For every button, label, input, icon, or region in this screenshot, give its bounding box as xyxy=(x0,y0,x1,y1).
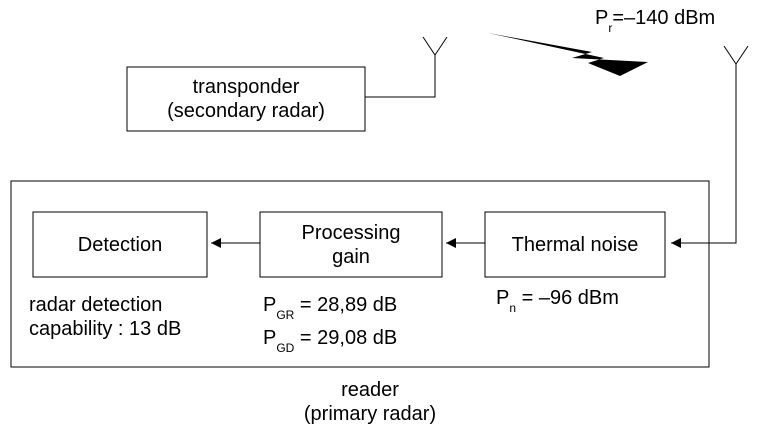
reader-label-line1: reader xyxy=(341,379,399,401)
transponder-label-line1: transponder xyxy=(192,76,300,98)
noise-power-value: Pn = –96 dBm xyxy=(496,287,619,315)
detection-capability-line2: capability : 13 dB xyxy=(29,318,182,340)
detection-capability-line1: radar detection xyxy=(29,294,163,316)
received-power-label: Pr=–140 dBm xyxy=(595,7,716,35)
gain-gd-value: PGD = 29,08 dB xyxy=(263,327,398,355)
wireless-link-icon xyxy=(488,33,648,76)
reader-antenna-icon xyxy=(723,45,749,65)
detection-block xyxy=(32,211,208,278)
transponder-box xyxy=(126,66,366,132)
gain-gr-value: PGR = 28,89 dB xyxy=(263,294,398,322)
reader-label: reader (primary radar) xyxy=(240,378,500,426)
detection-capability-note: radar detection capability : 13 dB xyxy=(29,293,181,341)
transponder-antenna-feed xyxy=(365,55,436,98)
reader-box xyxy=(10,180,710,368)
processing-gain-label: Processing gain xyxy=(260,212,442,277)
transponder-label: transponder (secondary radar) xyxy=(127,67,365,131)
transponder-antenna-icon xyxy=(422,36,448,56)
detection-block-label: Detection xyxy=(77,233,163,256)
thermal-noise-block xyxy=(484,211,666,278)
processing-gain-label-line1: Processing xyxy=(301,221,401,244)
reader-antenna-feed xyxy=(671,64,737,248)
transponder-label-line2: (secondary radar) xyxy=(167,100,325,122)
processing-gain-label-line2: gain xyxy=(332,245,370,268)
reader-label-line2: (primary radar) xyxy=(303,403,437,425)
thermal-noise-label: Thermal noise xyxy=(511,233,639,256)
processing-gain-block xyxy=(259,211,443,278)
